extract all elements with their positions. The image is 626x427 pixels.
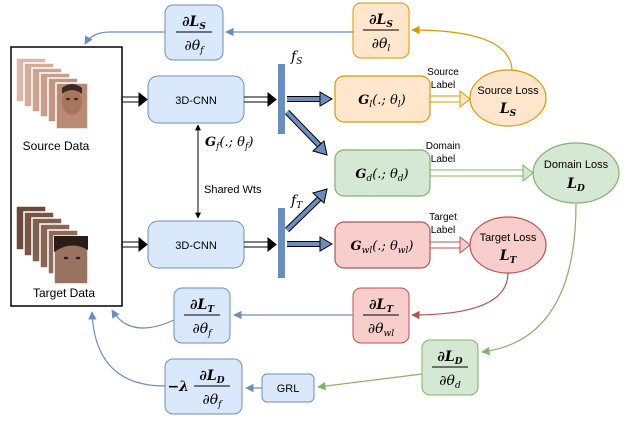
grad-ls-thetaf: ∂LS ∂θf bbox=[176, 14, 212, 56]
svg-text:−λ: −λ bbox=[167, 379, 189, 395]
source-loss-to-grad-ls-thetal-arrow bbox=[411, 25, 513, 71]
target-face-stack bbox=[15, 205, 89, 285]
source-label-line2: Label bbox=[431, 80, 455, 91]
svg-text:∂LD: ∂LD bbox=[199, 368, 224, 386]
fs-label: fS bbox=[290, 49, 302, 67]
svg-text:∂θd: ∂θd bbox=[439, 373, 461, 391]
gd-box bbox=[334, 149, 431, 197]
svg-text:∂θf: ∂θf bbox=[184, 38, 205, 56]
svg-text:∂LS: ∂LS bbox=[369, 12, 393, 30]
target-data-label: Target Data bbox=[33, 286, 95, 300]
domain-loss-name: Domain Loss bbox=[544, 159, 609, 171]
fs-to-gd-arrow bbox=[284, 109, 328, 156]
domain-label-line1: Domain bbox=[426, 141, 460, 152]
source-loss-ellipse bbox=[469, 69, 547, 127]
cnn-to-feature-arrow-top bbox=[244, 91, 277, 108]
domain-loss-ellipse bbox=[532, 142, 620, 204]
fs-to-gl-arrow bbox=[287, 91, 333, 107]
gd-label: Gd(.; θd) bbox=[355, 167, 408, 184]
source-label-arrow bbox=[430, 89, 471, 109]
ft-to-gwl-arrow bbox=[287, 236, 333, 252]
grl-label: GRL bbox=[277, 383, 300, 395]
grad-ld-thetad: ∂LD ∂θd bbox=[432, 349, 468, 391]
domain-loss-symbol: LD bbox=[566, 176, 585, 194]
input-arrow-top bbox=[122, 91, 148, 108]
cnn-top-label: 3D-CNN bbox=[175, 95, 217, 107]
grad-ls-thetaf-to-source-data-arrow bbox=[84, 31, 165, 45]
svg-text:∂LS: ∂LS bbox=[182, 14, 206, 32]
domain-label-arrow bbox=[430, 163, 534, 183]
target-loss-name: Target Loss bbox=[480, 232, 537, 244]
feature-bar-target bbox=[278, 208, 285, 278]
gl-box bbox=[334, 75, 431, 123]
target-loss-symbol: LT bbox=[499, 248, 518, 266]
target-label-line1: Target bbox=[429, 212, 457, 223]
svg-text:∂LD: ∂LD bbox=[437, 349, 462, 367]
shared-weights-label: Shared Wts bbox=[204, 184, 262, 196]
grad-ls-thetal: ∂LS ∂θl bbox=[363, 12, 399, 54]
source-label-line1: Source bbox=[427, 67, 459, 78]
gwl-label: Gwl(.; θwl) bbox=[351, 239, 414, 256]
domain-loss-to-grad-ld-thetad-arrow bbox=[481, 203, 577, 356]
svg-text:∂θf: ∂θf bbox=[192, 321, 213, 339]
target-label-line2: Label bbox=[431, 225, 455, 236]
svg-text:∂LT: ∂LT bbox=[190, 297, 215, 315]
feature-bar-source bbox=[278, 64, 285, 134]
grad-lt-thetaf-to-target-data-arrow bbox=[111, 309, 175, 329]
cnn-box-bottom bbox=[147, 220, 245, 269]
grad-lt-thetaf: ∂LT ∂θf bbox=[184, 297, 220, 339]
gl-label: Gl(.; θl) bbox=[358, 93, 406, 110]
gwl-box bbox=[334, 221, 431, 269]
source-face-stack bbox=[15, 57, 89, 130]
cnn-box-top bbox=[147, 75, 245, 124]
grad-ld-thetad-to-grl-arrow bbox=[317, 373, 423, 391]
target-loss-to-grad-lt-thetawl-arrow bbox=[411, 272, 509, 320]
target-label-arrow bbox=[430, 235, 471, 255]
source-loss-name: Source Loss bbox=[477, 85, 539, 97]
source-loss-symbol: LS bbox=[499, 101, 517, 119]
gf-label: Gf(.; θf) bbox=[205, 135, 253, 152]
grad-neg-ld-thetaf: −λ ∂LD ∂θf bbox=[167, 368, 230, 410]
grad-neg-ld-to-target-data-arrow bbox=[88, 311, 166, 387]
svg-text:∂θwl: ∂θwl bbox=[368, 321, 394, 339]
cnn-to-feature-arrow-bottom bbox=[244, 236, 277, 253]
source-data-label: Source Data bbox=[23, 139, 90, 153]
svg-text:∂θf: ∂θf bbox=[202, 392, 223, 410]
svg-text:∂LT: ∂LT bbox=[369, 297, 394, 315]
svg-text:∂θl: ∂θl bbox=[372, 36, 391, 54]
target-loss-ellipse bbox=[469, 216, 547, 274]
ft-to-gd-arrow bbox=[284, 188, 328, 233]
input-arrow-bottom bbox=[122, 236, 148, 253]
cnn-bottom-label: 3D-CNN bbox=[175, 240, 217, 252]
ft-label: fT bbox=[290, 193, 303, 211]
grad-lt-thetawl: ∂LT ∂θwl bbox=[363, 297, 399, 339]
domain-label-line2: Label bbox=[431, 154, 455, 165]
